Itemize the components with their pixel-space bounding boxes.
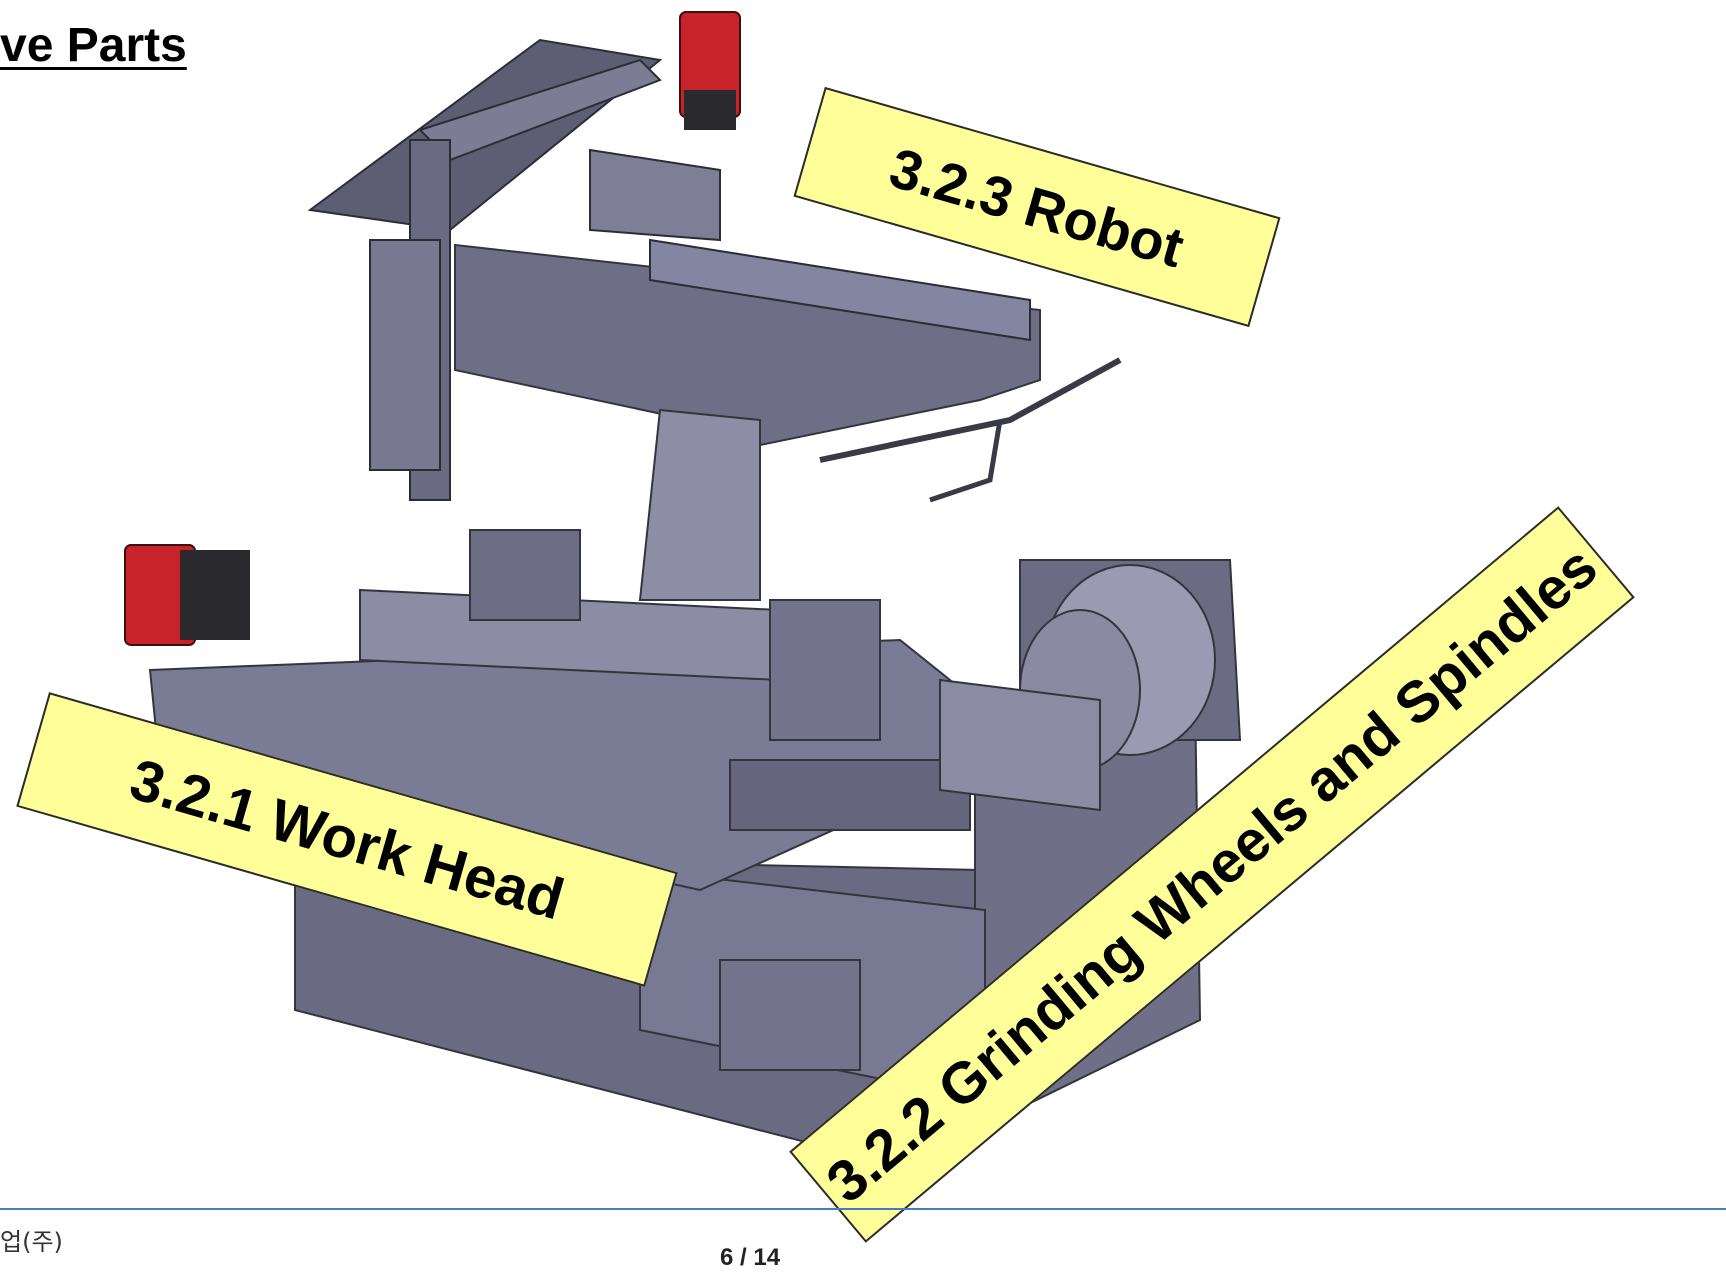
work-head-table [148,529,1002,892]
machine-column [454,243,1041,601]
footer-divider [0,1208,1726,1210]
slide-title: ve Parts [0,19,187,72]
work-head-motor [124,544,250,646]
grinding-wheel [939,559,1242,812]
robot-motor [679,11,741,130]
coolant-pipe [819,357,1122,503]
footer-company: 업(주) [0,1228,63,1256]
robot-gantry [307,38,1031,501]
page-number: 6 / 14 [720,1244,781,1271]
